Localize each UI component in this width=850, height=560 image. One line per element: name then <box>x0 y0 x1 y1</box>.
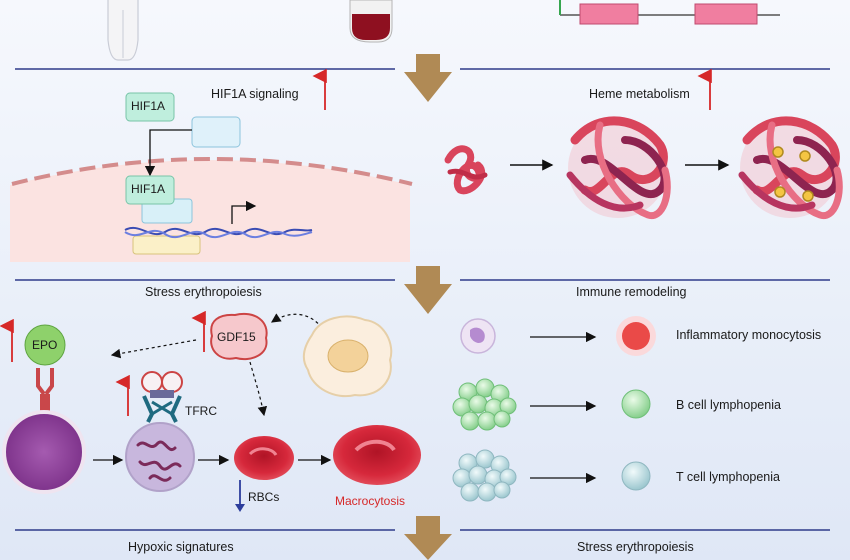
heme-metabolism-title: Heme metabolism <box>589 87 690 101</box>
section-divider-3 <box>15 516 830 560</box>
macrophage-to-gdf15-arrow <box>271 313 323 329</box>
gdf15-label: GDF15 <box>217 330 256 344</box>
dna-binding-box <box>132 235 201 255</box>
monocyte-icon <box>460 318 496 354</box>
hif1a-signaling-title: HIF1A signaling <box>211 87 299 101</box>
epo-label: EPO <box>32 338 58 352</box>
b-cell-lymphopenia-label: B cell lymphopenia <box>676 398 781 412</box>
heme-tetramer-icon <box>566 116 671 220</box>
hif1a-translocation-arrow <box>144 129 192 177</box>
gdf15-to-rbc-arrow <box>249 361 268 417</box>
reticulocyte-icon <box>125 422 195 492</box>
gdf15-bubble <box>210 312 268 360</box>
transcription-start-arrow <box>231 200 257 224</box>
rbcs-label: RBCs <box>248 490 280 504</box>
heme-protein-small-icon <box>444 145 488 195</box>
epo-receptor-icon <box>36 368 54 416</box>
inflammatory-monocyte-icon <box>616 316 656 356</box>
section-divider-2 <box>15 266 830 314</box>
cell-membrane <box>10 157 413 262</box>
inflammatory-monocytosis-label: Inflammatory monocytosis <box>676 328 822 342</box>
tfrc-receptor-icon <box>141 371 183 423</box>
stress-erythropoiesis-title: Stress erythropoiesis <box>145 285 262 299</box>
t-cell-icon <box>621 461 651 491</box>
stress-erythropoiesis-bottom-title: Stress erythropoiesis <box>577 540 694 554</box>
erythroblast-icon <box>2 410 86 494</box>
hif1a-top-label: HIF1A <box>131 99 166 113</box>
gdf15-to-epo-arrow <box>110 339 197 359</box>
hif1a-bottom-label: HIF1A <box>131 182 166 196</box>
t-cell-cluster-icon <box>452 449 517 502</box>
blood-bag-icon <box>349 0 393 43</box>
hif1a-top-box <box>125 92 175 122</box>
macrocyte-icon <box>333 425 421 485</box>
hif1a-bottom-box <box>125 175 175 205</box>
hypoxic-signatures-title: Hypoxic signatures <box>128 540 234 554</box>
heme-tetramer-bound-icon <box>738 116 843 220</box>
b-cell-cluster-icon <box>452 378 517 431</box>
tfrc-label: TFRC <box>185 404 217 418</box>
gene-track-icon <box>559 0 780 25</box>
immune-remodeling-title: Immune remodeling <box>576 285 687 299</box>
red-blood-cell-icon <box>234 436 294 480</box>
macrophage-icon <box>302 315 393 398</box>
section-divider-1 <box>15 54 830 102</box>
macrocytosis-label: Macrocytosis <box>335 494 406 508</box>
dna-helix-icon <box>124 227 313 239</box>
cofactor-box <box>191 116 241 148</box>
b-cell-icon <box>621 389 651 419</box>
t-cell-lymphopenia-label: T cell lymphopenia <box>676 470 780 484</box>
human-figure-icon <box>107 0 139 61</box>
epo-bubble <box>24 324 66 366</box>
